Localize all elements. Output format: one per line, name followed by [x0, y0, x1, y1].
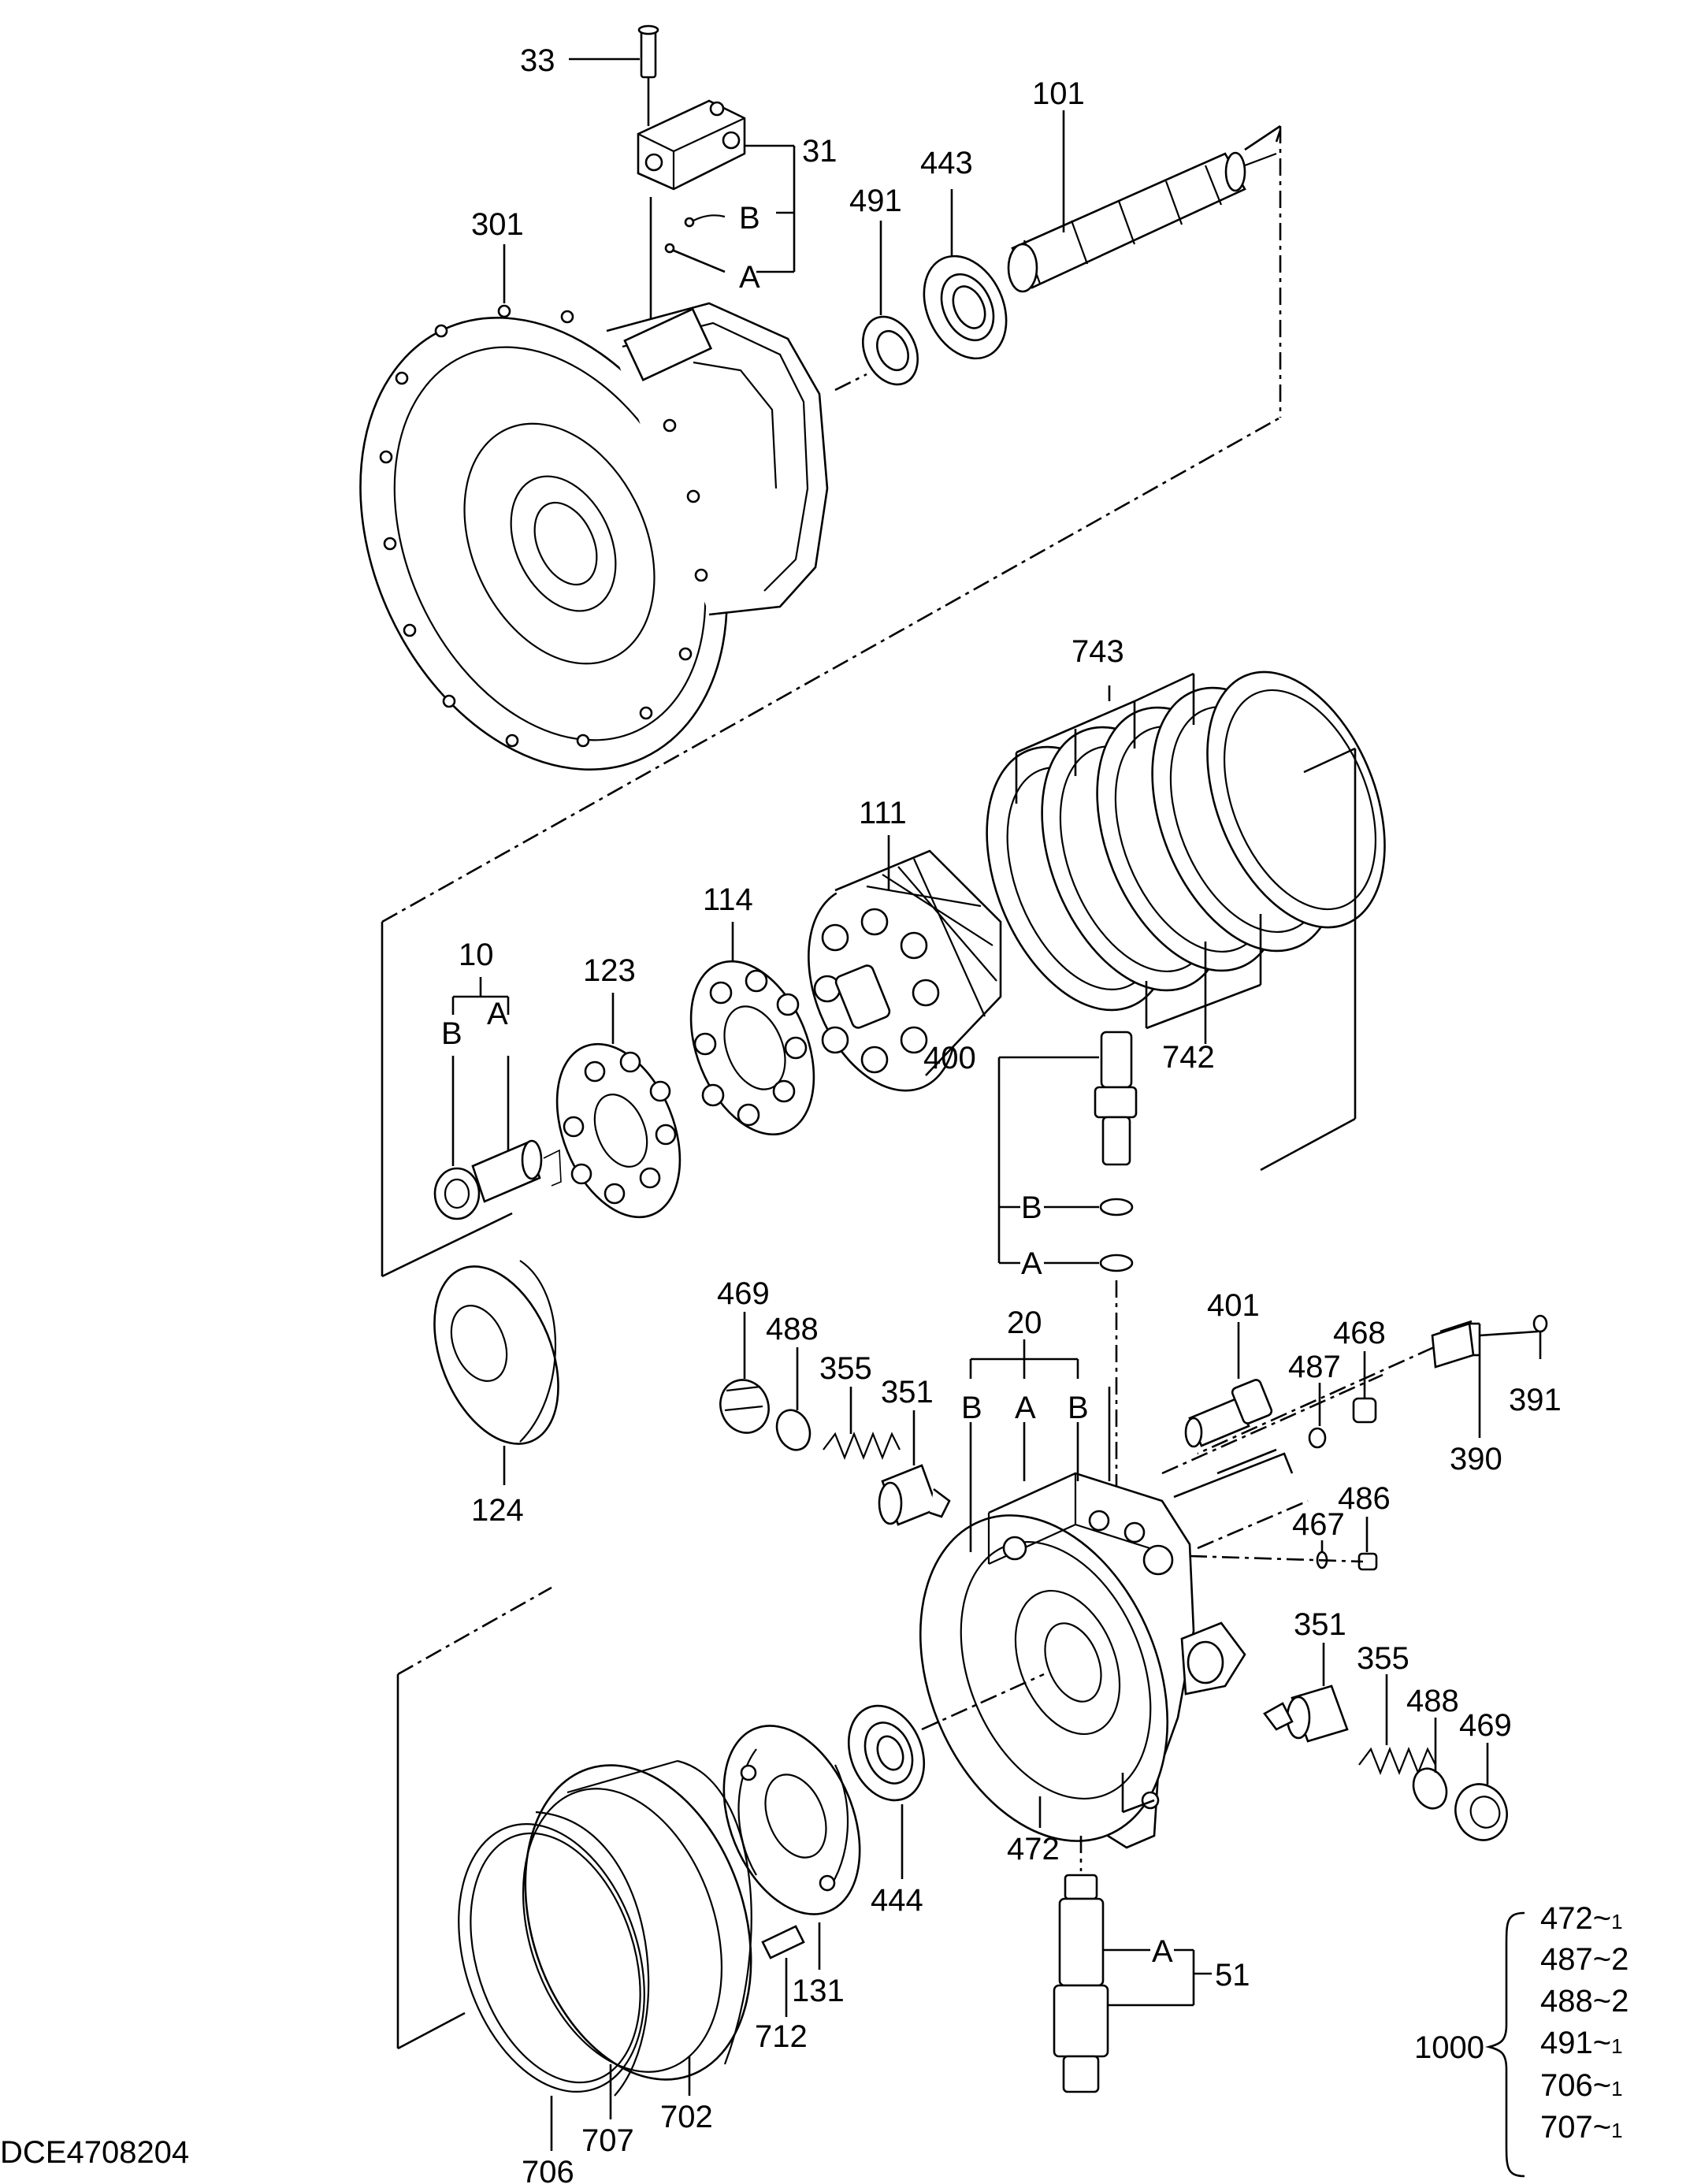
label-31-A: A [739, 260, 760, 295]
part-114-retainer [689, 922, 815, 1136]
label-400: 400 [923, 1041, 976, 1075]
label-712: 712 [755, 2019, 808, 2054]
part-487-468 [1308, 1351, 1377, 1449]
kit-item-5: 706~1 [1540, 2068, 1623, 2103]
label-443: 443 [920, 146, 973, 180]
part-301-housing [359, 244, 829, 771]
part-33-bolt [569, 24, 659, 126]
label-355-right: 355 [1357, 1641, 1409, 1676]
label-355-left: 355 [819, 1351, 872, 1386]
label-31: 31 [802, 134, 838, 169]
label-123: 123 [583, 953, 636, 988]
kit-item-1: 472~1 [1540, 1901, 1623, 1936]
part-10-piston [433, 977, 562, 1220]
part-401-plug [1184, 1322, 1273, 1448]
part-124-swash-plate [433, 1260, 559, 1485]
part-31-block [637, 99, 796, 331]
valve-block-group [719, 1031, 1548, 2093]
part-111-cylinder-block [808, 835, 1002, 1092]
kit-item-4: 491~1 [1540, 2026, 1623, 2060]
label-400-A: A [1021, 1246, 1042, 1281]
label-31-B: B [739, 201, 760, 236]
label-468: 468 [1333, 1316, 1386, 1350]
label-391: 391 [1509, 1383, 1562, 1417]
part-444-bearing [847, 1673, 1045, 1879]
label-702: 702 [660, 2100, 713, 2134]
label-301: 301 [471, 207, 524, 242]
label-401: 401 [1207, 1288, 1260, 1323]
label-488-left: 488 [766, 1312, 819, 1346]
housing-group [359, 24, 1282, 923]
label-114: 114 [703, 882, 753, 917]
kit-number: 1000 [1414, 2030, 1484, 2065]
label-10-B: B [441, 1016, 462, 1051]
part-390-391-plate [1197, 1314, 1548, 1455]
drawing-code: DCE4708204 [0, 2135, 189, 2170]
label-101: 101 [1032, 76, 1085, 111]
part-443-bearing [923, 189, 1008, 360]
label-51: 51 [1215, 1958, 1250, 1993]
right-spring-set [1263, 1643, 1508, 1841]
rotating-group [381, 670, 1386, 1485]
label-111: 111 [859, 796, 907, 830]
label-400-B: B [1021, 1190, 1042, 1225]
label-20-B2: B [1068, 1391, 1089, 1425]
label-488-right: 488 [1406, 1684, 1459, 1718]
kit-brace [1484, 1911, 1525, 2178]
label-469-left: 469 [717, 1276, 770, 1311]
label-491: 491 [849, 184, 902, 218]
label-124: 124 [471, 1493, 524, 1528]
label-51-A: A [1152, 1934, 1173, 1969]
part-712-pin [761, 1925, 805, 2017]
kit-item-3: 488~2 [1540, 1984, 1629, 2019]
label-10: 10 [459, 938, 494, 972]
part-702-cover [522, 1759, 752, 2096]
label-33: 33 [520, 43, 555, 78]
label-467: 467 [1292, 1507, 1345, 1542]
label-486: 486 [1338, 1481, 1391, 1516]
part-491-seal [862, 221, 919, 386]
label-20-B1: B [961, 1391, 982, 1425]
label-469-right: 469 [1459, 1708, 1512, 1743]
cover-group [396, 1586, 1045, 2151]
kit-item-6: 707~1 [1540, 2110, 1623, 2145]
part-486-467 [1189, 1517, 1378, 1571]
label-487: 487 [1288, 1350, 1341, 1384]
label-743: 743 [1071, 634, 1124, 669]
kit-item-2: 487~2 [1540, 1942, 1629, 1977]
labels: 33 31 B A 101 443 491 301 743 742 111 11… [0, 43, 1629, 2184]
part-743-742-plates [986, 670, 1386, 1172]
label-390: 390 [1450, 1442, 1502, 1476]
label-472: 472 [1007, 1832, 1060, 1866]
part-131-valve-plate [722, 1725, 861, 1970]
label-131: 131 [792, 1974, 845, 2008]
label-10-A: A [487, 997, 508, 1031]
part-20-valve-block [919, 1339, 1383, 1849]
left-spring-set [719, 1312, 951, 1526]
label-742: 742 [1162, 1040, 1215, 1075]
label-351-left: 351 [881, 1375, 934, 1410]
part-707-ring [535, 1811, 650, 2119]
part-400-relief-valve [997, 1031, 1138, 1493]
part-101-shaft [1007, 110, 1282, 293]
part-51-valve [1053, 1836, 1212, 2093]
label-444: 444 [871, 1883, 923, 1918]
label-20-A: A [1015, 1391, 1036, 1425]
label-707: 707 [581, 2123, 634, 2158]
part-123-plate [555, 993, 682, 1219]
label-20: 20 [1007, 1306, 1042, 1340]
label-706: 706 [522, 2155, 574, 2184]
label-351-right: 351 [1294, 1607, 1346, 1642]
part-472-frame-2 [1122, 1799, 1155, 1814]
part-706-ring [458, 1823, 645, 2151]
